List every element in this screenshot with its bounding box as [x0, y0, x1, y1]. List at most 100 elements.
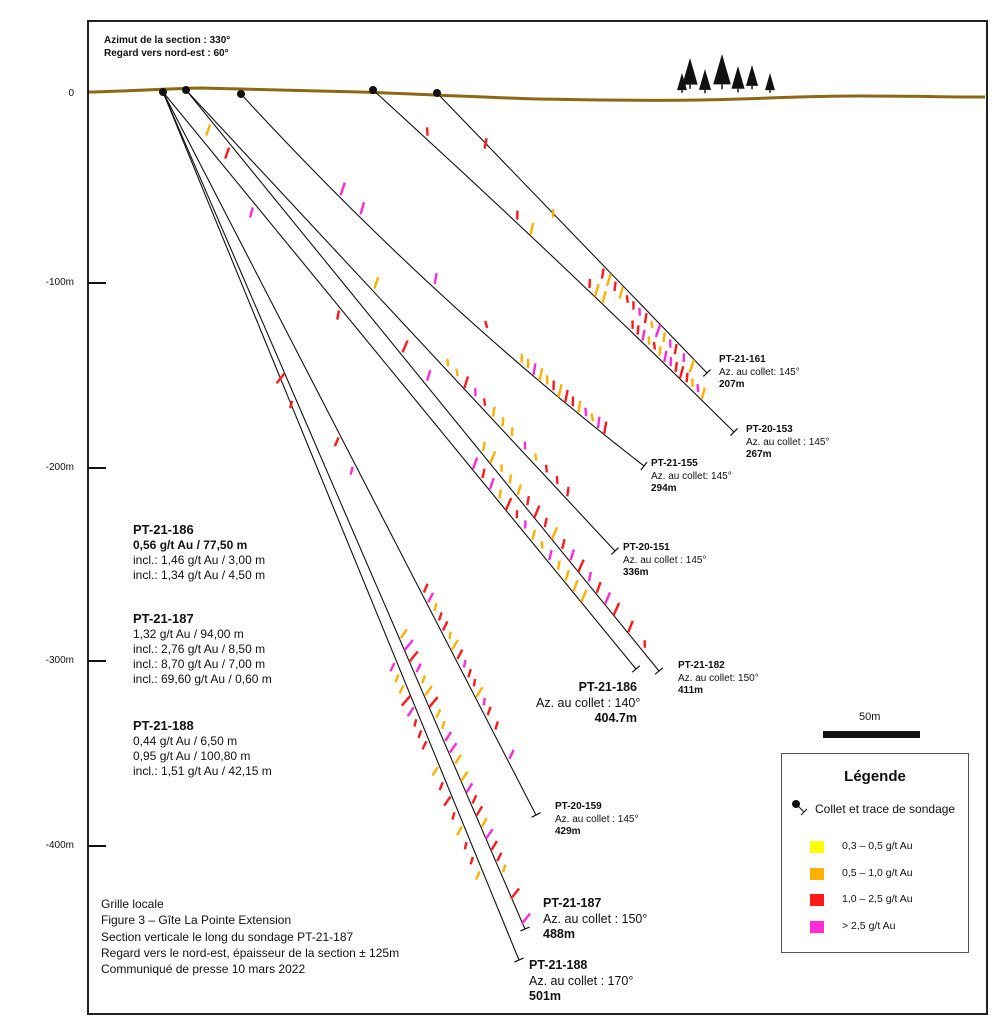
- assay-interval: [224, 147, 231, 160]
- assay-interval: [339, 182, 346, 196]
- assay-interval: [398, 684, 405, 695]
- assay-interval: [422, 583, 429, 593]
- assay-interval: [446, 358, 450, 367]
- assay-interval: [596, 416, 601, 429]
- assay-interval: [389, 662, 396, 672]
- hole-length: 488m: [543, 927, 575, 942]
- assay-interval: [448, 742, 458, 754]
- assay-interval: [531, 529, 537, 540]
- assay-interval: [590, 413, 595, 422]
- assay-interval: [205, 124, 212, 136]
- caption-line: Figure 3 – Gîte La Pointe Extension: [101, 913, 292, 928]
- drill-trace-pt-21-155: [240, 93, 645, 467]
- assay-interval: [504, 497, 513, 511]
- assay-interval: [533, 453, 538, 461]
- assay-interval: [471, 457, 479, 470]
- tree-shape: [745, 65, 759, 86]
- result-line: incl.: 8,70 g/t Au / 7,00 m: [133, 657, 266, 672]
- assay-interval: [543, 517, 548, 528]
- assay-interval: [451, 811, 456, 820]
- result-line: incl.: 1,34 g/t Au / 4,50 m: [133, 568, 266, 583]
- caption-line: Regard vers le nord-est, épaisseur de la…: [101, 945, 400, 960]
- assay-interval: [627, 620, 634, 633]
- assay-interval: [475, 805, 484, 816]
- hole-length: 411m: [678, 685, 704, 696]
- assay-interval: [441, 620, 449, 631]
- assay-interval: [605, 273, 612, 287]
- assay-interval: [488, 477, 495, 490]
- assay-interval: [490, 840, 498, 851]
- assay-interval: [650, 320, 654, 329]
- assay-interval: [600, 268, 605, 279]
- assay-interval: [450, 639, 460, 651]
- collar-trace-icon: [792, 800, 808, 816]
- assay-interval: [435, 708, 442, 719]
- hole-azimuth: Az. au collet : 170°: [529, 973, 634, 988]
- assay-interval: [427, 592, 435, 603]
- assay-interval: [529, 222, 535, 235]
- hole-length: 294m: [651, 483, 677, 494]
- legend-swatch-red: [810, 894, 824, 906]
- assay-interval: [587, 571, 592, 582]
- assay-interval: [700, 387, 706, 400]
- hole-azimuth: Az. au collet : 150°: [543, 911, 648, 926]
- result-line: 0,44 g/t Au / 6,50 m: [133, 734, 238, 749]
- assay-interval: [421, 740, 428, 750]
- ground-surface-line: [88, 86, 986, 102]
- hole-label-pt-21-186: PT-21-186 Az. au collet : 140° 404.7m: [536, 680, 641, 727]
- assay-interval: [688, 359, 696, 373]
- drill-trace-pt-21-188: [162, 91, 520, 961]
- trace-end-cap: [520, 926, 530, 932]
- assay-interval: [496, 852, 503, 862]
- section-azimuth: Azimut de la section : 330°: [104, 35, 231, 46]
- hole-label-pt-21-155: PT-21-155 Az. au collet: 145° 294m: [651, 458, 732, 496]
- tree-shape: [677, 73, 687, 91]
- assay-interval: [413, 719, 418, 727]
- hole-label-pt-21-161: PT-21-161 Az. au collet: 145° 207m: [719, 354, 800, 392]
- drill-trace-pt-21-186: [162, 91, 637, 670]
- assay-interval: [685, 372, 689, 383]
- drill-trace-pt-21-182: [185, 89, 660, 672]
- assay-interval: [603, 591, 612, 605]
- assay-interval: [399, 628, 408, 639]
- legend-box: Légende Collet et trace de sondage 0,3 –…: [781, 753, 969, 953]
- assay-interval: [425, 369, 432, 382]
- assay-interval: [373, 276, 380, 289]
- assay-interval: [456, 649, 464, 660]
- assay-interval: [491, 406, 496, 418]
- assay-interval: [577, 400, 582, 413]
- caption-line: Section verticale le long du sondage PT-…: [101, 929, 354, 944]
- depth-label-100: -100m: [45, 277, 74, 288]
- assay-intervals: [205, 124, 706, 925]
- figure-frame: [87, 20, 988, 1015]
- assay-interval: [415, 663, 422, 673]
- hole-azimuth: Az. au collet : 145°: [746, 436, 830, 448]
- hole-azimuth: Az. au collet : 140°: [536, 695, 641, 710]
- tree-shape: [765, 73, 775, 91]
- collar-marker: [159, 88, 167, 96]
- assay-interval: [566, 486, 570, 497]
- hole-label-pt-20-151: PT-20-151 Az. au collet : 145° 336m: [623, 542, 707, 580]
- assay-interval: [394, 673, 400, 683]
- assay-interval: [577, 559, 585, 573]
- result-line: incl.: 1,46 g/t Au / 3,00 m: [133, 553, 266, 568]
- result-line: incl.: 1,51 g/t Au / 42,15 m: [133, 764, 272, 779]
- trace-end-cap: [514, 957, 524, 963]
- assay-interval: [484, 320, 489, 329]
- assay-interval: [508, 749, 515, 760]
- assay-interval: [454, 754, 462, 765]
- results-title: PT-21-188: [133, 718, 194, 733]
- results-title: PT-21-186: [133, 522, 194, 537]
- assay-interval: [455, 368, 459, 377]
- scale-bar: [823, 731, 920, 738]
- assay-interval: [481, 468, 486, 479]
- assay-interval: [460, 770, 469, 782]
- hole-length: 429m: [555, 826, 581, 837]
- trace-end-cap: [730, 428, 738, 436]
- assay-interval: [557, 383, 563, 398]
- assay-interval: [437, 612, 443, 621]
- caption-line: Grille locale: [101, 897, 164, 911]
- assay-interval: [663, 350, 668, 362]
- legend-item-label: 1,0 – 2,5 g/t Au: [842, 893, 913, 905]
